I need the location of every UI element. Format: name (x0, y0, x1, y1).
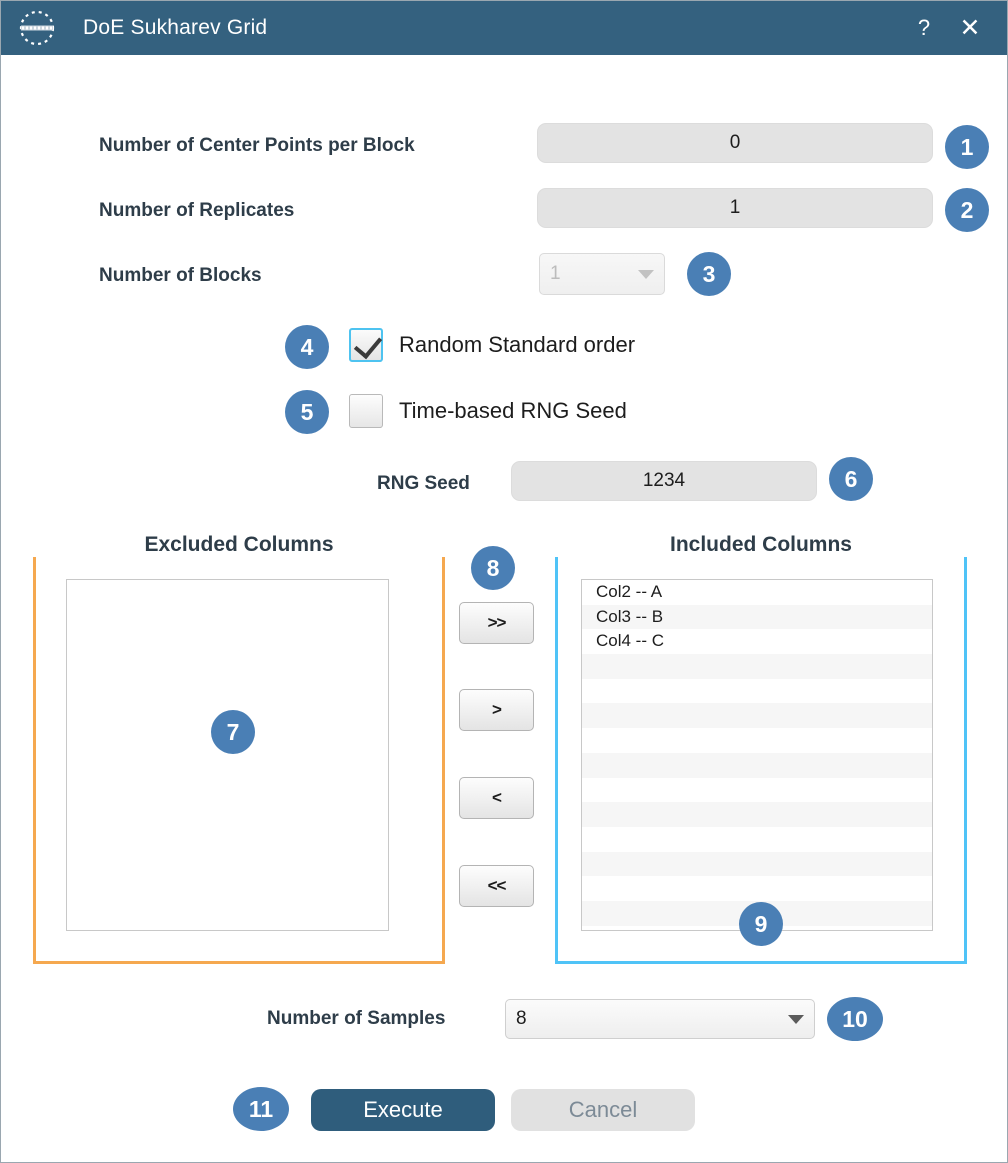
included-columns-title: Included Columns (555, 533, 967, 557)
list-item[interactable] (582, 703, 932, 729)
excluded-columns-group: Excluded Columns (33, 533, 445, 964)
help-button[interactable]: ? (917, 15, 931, 40)
badge-2: 2 (945, 188, 989, 232)
target-crosshair-icon (13, 4, 61, 52)
badge-5: 5 (285, 390, 329, 434)
check-icon (353, 329, 383, 360)
list-item[interactable] (582, 728, 932, 753)
list-item[interactable]: Col3 -- B (582, 604, 932, 630)
chevron-down-icon (788, 1014, 804, 1024)
random-standard-order-checkbox[interactable] (349, 328, 383, 362)
list-item[interactable] (582, 802, 932, 827)
badge-7: 7 (211, 710, 255, 754)
title-bar: DoE Sukharev Grid ? ✕ (1, 1, 1007, 55)
time-based-rng-seed-label: Time-based RNG Seed (399, 398, 627, 423)
blocks-label: Number of Blocks (99, 265, 262, 286)
list-item[interactable] (582, 851, 932, 877)
list-item[interactable] (582, 876, 932, 901)
random-standard-order-row[interactable]: Random Standard order (349, 328, 635, 362)
blocks-select[interactable]: 1 (539, 253, 665, 295)
badge-3: 3 (687, 252, 731, 296)
time-based-rng-seed-row[interactable]: Time-based RNG Seed (349, 394, 627, 428)
badge-10: 10 (827, 997, 883, 1041)
time-based-rng-seed-checkbox[interactable] (349, 394, 383, 428)
move-left-button[interactable]: < (459, 777, 534, 819)
list-item[interactable]: Col2 -- A (596, 582, 663, 601)
rng-seed-input[interactable]: 1234 (511, 461, 817, 501)
list-item[interactable] (582, 778, 932, 803)
center-points-input[interactable]: 0 (537, 123, 933, 163)
window-title: DoE Sukharev Grid (83, 16, 268, 39)
samples-select[interactable]: 8 (505, 999, 815, 1039)
excluded-columns-listbox[interactable] (66, 579, 389, 931)
list-item[interactable] (582, 827, 932, 852)
badge-9: 9 (739, 902, 783, 946)
samples-label: Number of Samples (267, 1008, 446, 1029)
badge-4: 4 (285, 325, 329, 369)
badge-11: 11 (233, 1087, 289, 1131)
list-item[interactable]: Col4 -- C (596, 631, 665, 651)
move-all-right-button[interactable]: >> (459, 602, 534, 644)
list-item[interactable] (582, 679, 932, 704)
replicates-input[interactable]: 1 (537, 188, 933, 228)
badge-1: 1 (945, 125, 989, 169)
list-item[interactable] (582, 752, 932, 778)
samples-select-value: 8 (516, 1008, 527, 1029)
dialog-body: Number of Center Points per Block 0 1 Nu… (1, 57, 1007, 1162)
blocks-select-value: 1 (550, 263, 561, 284)
random-standard-order-label: Random Standard order (399, 332, 636, 357)
close-icon[interactable]: ✕ (959, 14, 981, 42)
move-right-button[interactable]: > (459, 689, 534, 731)
center-points-label: Number of Center Points per Block (99, 135, 415, 156)
chevron-down-icon (638, 269, 654, 279)
excluded-columns-title: Excluded Columns (33, 533, 445, 557)
execute-button[interactable]: Execute (311, 1089, 495, 1131)
move-all-left-button[interactable]: << (459, 865, 534, 907)
rng-seed-label: RNG Seed (377, 473, 470, 494)
cancel-button[interactable]: Cancel (511, 1089, 695, 1131)
replicates-label: Number of Replicates (99, 200, 295, 221)
badge-6: 6 (829, 457, 873, 501)
list-item[interactable] (582, 654, 932, 679)
badge-8: 8 (471, 546, 515, 590)
